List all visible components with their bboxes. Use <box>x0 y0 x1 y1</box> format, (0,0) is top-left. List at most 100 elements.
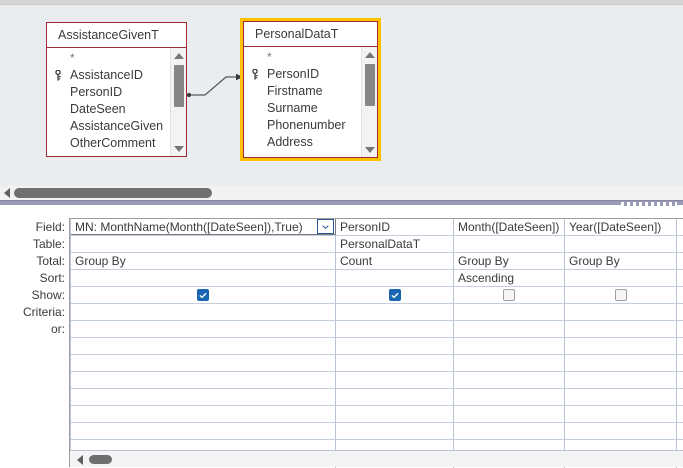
grid-cell-empty-fill[interactable] <box>677 423 683 439</box>
grid-cell-empty-1[interactable] <box>71 338 336 354</box>
grid-cell-empty-4[interactable] <box>565 440 677 456</box>
grid-cell-or-4[interactable] <box>565 321 677 337</box>
grid-cell-table-1[interactable] <box>71 236 336 252</box>
query-diagram-pane[interactable]: AssistanceGivenT * <box>0 5 683 186</box>
grid-cell-criteria-1[interactable] <box>71 304 336 320</box>
field-list-item-assistanceid[interactable]: AssistanceID <box>47 67 170 84</box>
grid-cell-empty-fill[interactable] <box>677 338 683 354</box>
grid-cell-empty-3[interactable] <box>454 338 565 354</box>
grid-cell-empty-fill[interactable] <box>677 389 683 405</box>
field-list-item-personid[interactable]: PersonID <box>47 84 170 101</box>
grid-cell-show-4[interactable] <box>565 287 677 303</box>
grid-cell-empty-3[interactable] <box>454 389 565 405</box>
grid-cell-sort-3[interactable]: Ascending <box>454 270 565 286</box>
grid-cell-total-3[interactable]: Group By <box>454 253 565 269</box>
field-list-item-surname[interactable]: Surname <box>244 100 361 117</box>
field-list-assistancegivent[interactable]: AssistanceGivenT * <box>46 22 187 157</box>
field-list-vertical-scrollbar[interactable] <box>170 48 186 156</box>
scroll-left-arrow-icon[interactable] <box>73 451 87 468</box>
grid-cell-table-4[interactable] <box>565 236 677 252</box>
grid-horizontal-scrollbar[interactable] <box>70 450 683 467</box>
grid-cell-sort-4[interactable] <box>565 270 677 286</box>
grid-cell-sort-1[interactable] <box>71 270 336 286</box>
scrollbar-thumb[interactable] <box>89 455 112 464</box>
grid-cell-or-1[interactable] <box>71 321 336 337</box>
grid-cell-field-empty[interactable] <box>677 219 683 235</box>
scrollbar-thumb[interactable] <box>365 64 375 106</box>
grid-cell-show-3[interactable] <box>454 287 565 303</box>
grid-cell-show-1[interactable] <box>71 287 336 303</box>
grid-cell-table-2[interactable]: PersonalDataT <box>336 236 454 252</box>
grid-cell-or-2[interactable] <box>336 321 454 337</box>
qbe-grid-pane[interactable]: Field: Table: Total: Sort: Show: Criteri… <box>0 207 683 468</box>
grid-cell-field-1[interactable]: MN: MonthName(Month([DateSeen]),True) <box>71 219 336 235</box>
field-list-item-star[interactable]: * <box>47 50 170 67</box>
field-list-item-personid[interactable]: PersonID <box>244 66 361 83</box>
grid-cell-criteria-empty[interactable] <box>677 304 683 320</box>
grid-cell-empty-3[interactable] <box>454 406 565 422</box>
grid-cell-empty-4[interactable] <box>565 372 677 388</box>
field-dropdown-button[interactable] <box>317 219 334 234</box>
field-list-item-address[interactable]: Address <box>244 134 361 151</box>
grid-cell-empty-1[interactable] <box>71 355 336 371</box>
grid-cell-show-empty[interactable] <box>677 287 683 303</box>
grid-cell-table-empty[interactable] <box>677 236 683 252</box>
grid-cell-empty-3[interactable] <box>454 372 565 388</box>
field-list-item-star[interactable]: * <box>244 49 361 66</box>
scroll-left-arrow-icon[interactable] <box>0 186 13 200</box>
grid-cell-empty-2[interactable] <box>336 406 454 422</box>
grid-cell-empty-2[interactable] <box>336 440 454 456</box>
show-checkbox-checked[interactable] <box>388 289 401 301</box>
grid-cell-empty-1[interactable] <box>71 389 336 405</box>
grid-cell-empty-4[interactable] <box>565 423 677 439</box>
field-list-title[interactable]: PersonalDataT <box>244 22 377 47</box>
grid-cell-empty-2[interactable] <box>336 355 454 371</box>
show-checkbox-unchecked[interactable] <box>503 289 515 301</box>
grid-cell-empty-fill[interactable] <box>677 372 683 388</box>
field-list-title[interactable]: AssistanceGivenT <box>47 23 186 48</box>
scroll-up-arrow-icon[interactable] <box>362 47 377 62</box>
grid-cell-empty-2[interactable] <box>336 389 454 405</box>
scrollbar-thumb[interactable] <box>174 65 184 107</box>
grid-cell-or-empty[interactable] <box>677 321 683 337</box>
show-checkbox-unchecked[interactable] <box>614 289 627 301</box>
grid-cell-empty-1[interactable] <box>71 440 336 456</box>
grid-cell-table-3[interactable] <box>454 236 565 252</box>
scroll-down-arrow-icon[interactable] <box>171 141 186 156</box>
grid-cell-empty-4[interactable] <box>565 389 677 405</box>
grid-cell-empty-4[interactable] <box>565 355 677 371</box>
qbe-grid-table[interactable]: MN: MonthName(Month([DateSeen]),True) Pe… <box>70 218 683 468</box>
grid-cell-empty-1[interactable] <box>71 406 336 422</box>
field-list-item-othercomment[interactable]: OtherComment <box>47 135 170 152</box>
grid-cell-empty-fill[interactable] <box>677 355 683 371</box>
grid-cell-field-2[interactable]: PersonID <box>336 219 454 235</box>
grid-cell-total-1[interactable]: Group By <box>71 253 336 269</box>
grid-cell-empty-3[interactable] <box>454 423 565 439</box>
grid-cell-sort-2[interactable] <box>336 270 454 286</box>
scroll-down-arrow-icon[interactable] <box>362 142 377 157</box>
field-list-item-assistancegiven[interactable]: AssistanceGiven <box>47 118 170 135</box>
scrollbar-thumb[interactable] <box>14 188 212 198</box>
grid-cell-field-4[interactable]: Year([DateSeen]) <box>565 219 677 235</box>
grid-cell-empty-1[interactable] <box>71 423 336 439</box>
field-list-vertical-scrollbar[interactable] <box>361 47 377 157</box>
scroll-up-arrow-icon[interactable] <box>171 48 186 63</box>
grid-cell-empty-2[interactable] <box>336 372 454 388</box>
grid-cell-total-empty[interactable] <box>677 253 683 269</box>
grid-cell-empty-4[interactable] <box>565 406 677 422</box>
grid-cell-empty-4[interactable] <box>565 338 677 354</box>
grid-cell-empty-3[interactable] <box>454 355 565 371</box>
pane-splitter[interactable] <box>0 200 683 206</box>
grid-cell-total-4[interactable]: Group By <box>565 253 677 269</box>
grid-cell-total-2[interactable]: Count <box>336 253 454 269</box>
show-checkbox-checked[interactable] <box>197 289 209 301</box>
field-list-item-phonenumber[interactable]: Phonenumber <box>244 117 361 134</box>
grid-cell-empty-2[interactable] <box>336 338 454 354</box>
field-list-item-dateseen[interactable]: DateSeen <box>47 101 170 118</box>
field-list-personaldatat[interactable]: PersonalDataT * <box>240 18 381 161</box>
grid-cell-empty-fill[interactable] <box>677 406 683 422</box>
grid-cell-empty-2[interactable] <box>336 423 454 439</box>
grid-cell-empty-3[interactable] <box>454 440 565 456</box>
grid-cell-show-2[interactable] <box>336 287 454 303</box>
grid-cell-field-3[interactable]: Month([DateSeen]) <box>454 219 565 235</box>
